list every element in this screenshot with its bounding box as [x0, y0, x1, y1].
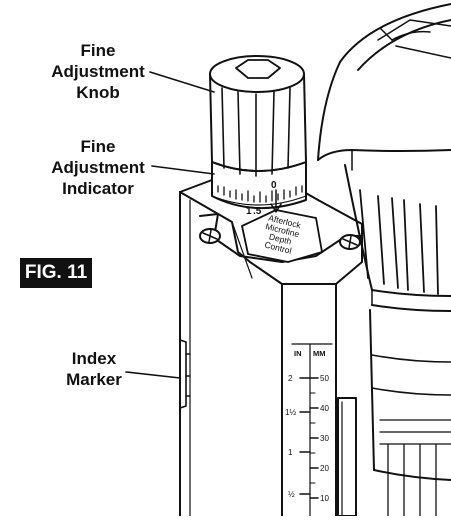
- callout-index-marker: Index Marker: [62, 348, 126, 390]
- callout-knob-line: Knob: [76, 83, 120, 102]
- base-housing: [179, 179, 363, 517]
- callout-knob-line: Fine: [80, 41, 116, 60]
- callout-indicator-line: Indicator: [62, 179, 134, 198]
- depth-scale: [291, 343, 333, 517]
- motor-housing: [317, 3, 451, 517]
- scale-mm-label: 40: [320, 404, 329, 413]
- callout-index-line: Index: [71, 349, 117, 368]
- fine-adjustment-indicator: [211, 161, 307, 213]
- dial-mark-one: 1: [246, 206, 252, 217]
- callout-fine-adjustment-knob: Fine Adjustment Knob: [46, 40, 150, 103]
- scale-mm-header: MM: [313, 349, 326, 358]
- callout-indicator-line: Fine: [80, 137, 116, 156]
- fine-adjustment-knob: [209, 55, 307, 177]
- dial-mark-zero: 0: [271, 180, 277, 191]
- scale-mm-label: 10: [320, 494, 329, 503]
- callout-fine-adjustment-indicator: Fine Adjustment Indicator: [46, 136, 150, 199]
- screw-left: [199, 228, 221, 244]
- screw-right: [339, 234, 361, 250]
- figure-label: FIG. 11: [20, 258, 92, 288]
- callout-index-line: Marker: [66, 370, 122, 389]
- scale-in-label: 2: [288, 374, 293, 383]
- callout-indicator-line: Adjustment: [51, 158, 145, 177]
- leader-indicator: [151, 165, 215, 175]
- scale-in-header: IN: [294, 349, 302, 358]
- scale-in-label: 1: [288, 448, 293, 457]
- scale-in-label: ½: [288, 490, 295, 499]
- callout-knob-line: Adjustment: [51, 62, 145, 81]
- scale-mm-label: 30: [320, 434, 329, 443]
- leader-knob: [149, 71, 215, 93]
- leader-index: [125, 371, 181, 379]
- dial-mark-half: .5: [253, 206, 262, 217]
- scale-in-label: 1½: [285, 408, 296, 417]
- scale-mm-label: 20: [320, 464, 329, 473]
- scale-mm-label: 50: [320, 374, 329, 383]
